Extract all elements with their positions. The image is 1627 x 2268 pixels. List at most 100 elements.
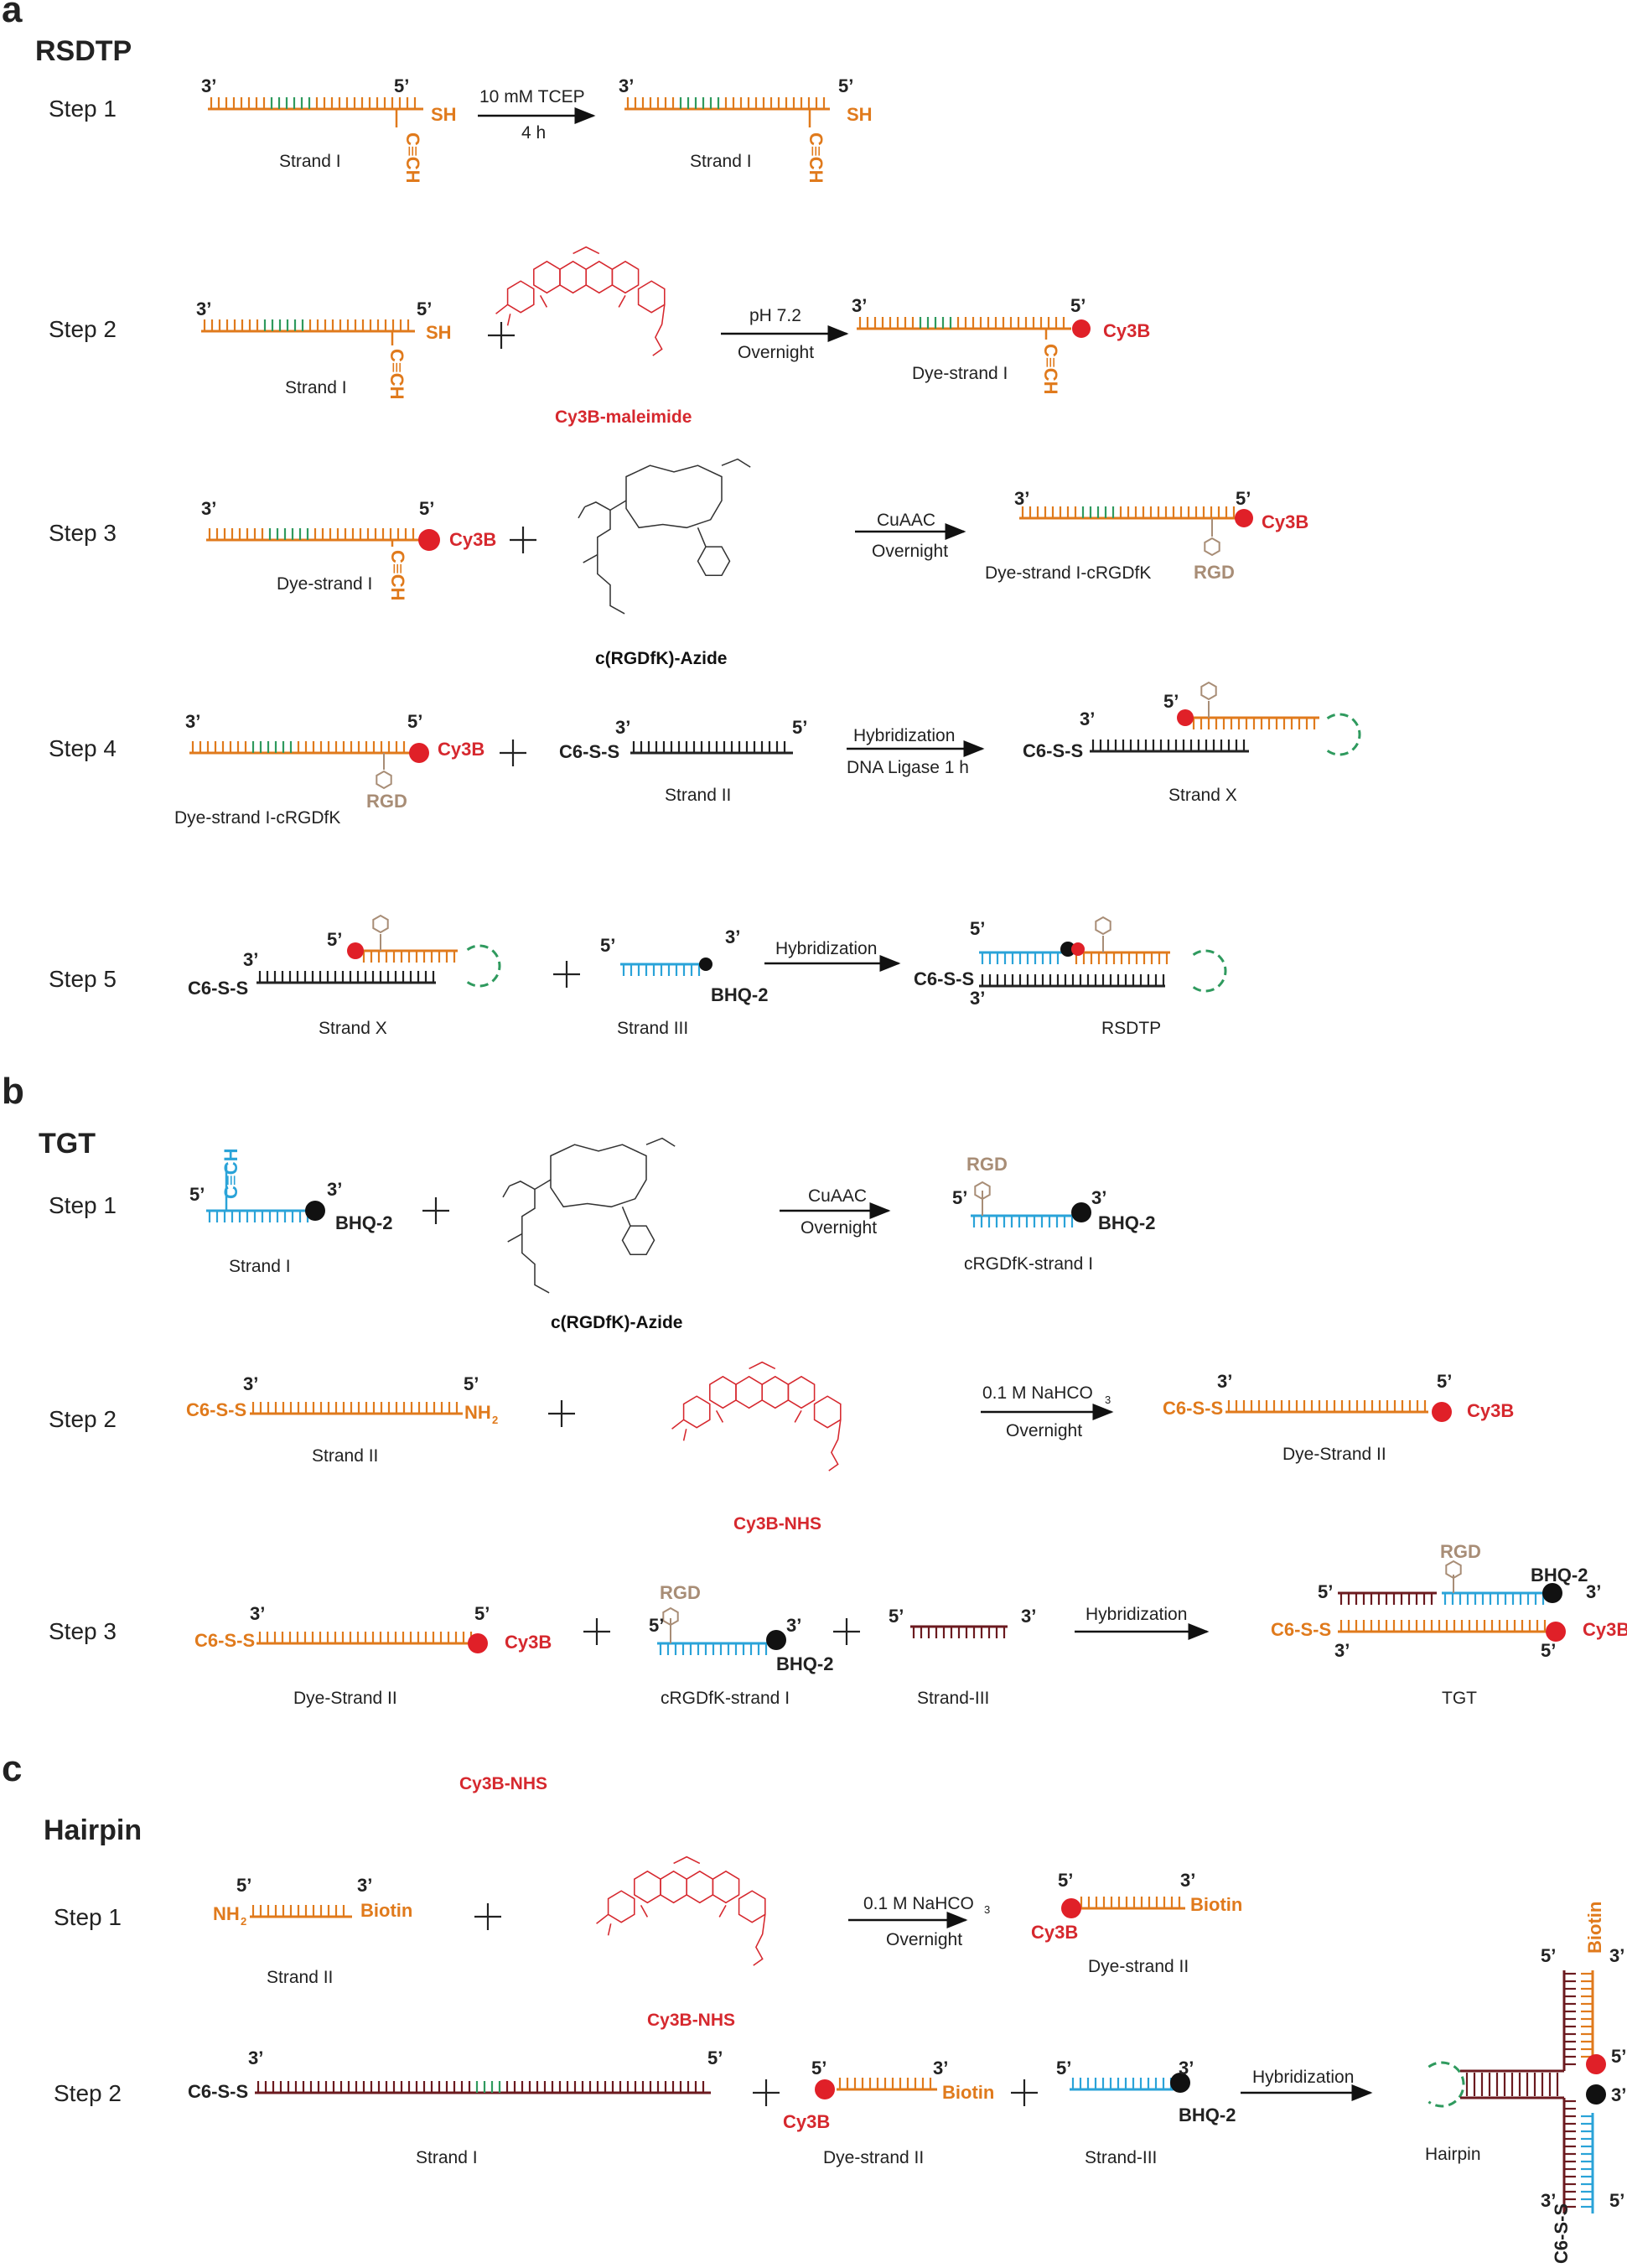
strand-label: cRGDfK-strand I [964,1254,1093,1274]
end-label: 3’ [1179,2058,1194,2079]
bhq2-label: BHQ-2 [1531,1565,1588,1586]
amine-label: NH [213,1903,240,1924]
reagent-name: Cy3B-NHS [459,1774,547,1793]
alkyne-label: C≡CH [1040,344,1061,395]
phenyl-ring-icon [1095,916,1111,936]
alkyne-label: C≡CH [220,1149,241,1200]
cy3b-label: Cy3B [783,2111,830,2132]
condition-label: 0.1 M NaHCO [982,1383,1093,1403]
cy3b-dye-dot [409,743,429,763]
cy3b-structure [611,260,640,294]
c6ss-label: C6-S-S [1023,740,1083,761]
strand-label: Strand I [416,2148,478,2167]
end-label: 3’ [357,1875,372,1896]
phenyl-ring-icon [1204,537,1220,557]
cy3b-dye-dot [468,1633,488,1653]
end-label: 3’ [1334,1640,1350,1661]
end-label: 3’ [1091,1187,1106,1208]
cy3b-structure [652,304,666,356]
rgd-label: RGD [1440,1541,1481,1562]
bhq2-quencher-dot [766,1630,786,1650]
cy3b-structure [585,260,614,294]
cy3b-dye-dot [1177,709,1194,726]
strand-label: Strand II [312,1446,378,1466]
peptide-structure [502,1181,536,1198]
cy3b-structure [539,295,626,308]
peptide-structure [550,1144,647,1208]
product-label: TGT [1442,1689,1477,1708]
end-label: 5’ [649,1615,664,1636]
phenyl-ring-icon [662,1606,679,1627]
a-step2-label: Step 2 [49,316,117,342]
condition-label: CuAAC [877,511,935,530]
reagent-name: Cy3B-NHS [733,1514,821,1534]
peptide-structure [578,501,611,519]
cy3b-structure [573,246,600,255]
c6ss-label: C6-S-S [1163,1398,1223,1419]
end-label: 3’ [1541,2190,1556,2211]
strand-label: Strand X [1168,786,1237,805]
peptide-structure [597,554,625,615]
end-label: 5’ [1541,1640,1556,1661]
cy3b-dye-dot [1235,509,1253,527]
hairpin-loop [1428,2061,1465,2108]
cy3b-structure [671,1419,687,1441]
thiol-label: SH [847,104,873,125]
rgd-label: RGD [1194,562,1235,583]
condition-label: Overnight [738,343,814,362]
biotin-label: Biotin [942,2082,994,2103]
hairpin-loop [1326,713,1361,756]
end-label: 3’ [243,1373,258,1394]
end-label: 3’ [1217,1371,1232,1392]
svg-text:2: 2 [241,1915,246,1928]
rgd-label: RGD [660,1582,701,1603]
strand-label: Strand-III [917,1689,989,1708]
end-label: 3’ [185,711,200,732]
hairpin-loop [466,944,501,988]
strand-label: Strand III [617,1019,688,1038]
condition-label: DNA Ligase 1 h [847,758,969,777]
reagent-name: c(RGDfK)-Azide [595,649,728,668]
cy3b-structure [660,1870,687,1904]
end-label: 5’ [417,298,432,319]
end-label: 5’ [889,1606,904,1627]
dynamic-layer [189,97,1606,2214]
reagent-name: Cy3B-maleimide [555,407,692,427]
condition-label: Overnight [801,1218,877,1238]
cy3b-label: Cy3B [505,1632,552,1653]
cy3b-label: Cy3B [1262,511,1308,532]
panel-b-title: TGT [39,1128,96,1160]
end-label: 3’ [786,1615,801,1636]
c-step2-label: Step 2 [54,2080,122,2106]
condition-label: Overnight [872,542,948,561]
end-label: 5’ [811,2058,826,2079]
strand-label: Strand II [665,786,731,805]
c6ss-label: C6-S-S [1271,1619,1331,1640]
end-label: 3’ [243,949,258,970]
strand-label: Strand I [229,1257,291,1276]
biotin-label: Biotin [360,1900,412,1921]
bhq2-quencher-dot [699,958,712,971]
cy3b-label: Cy3B [1103,320,1150,341]
biotin-label: Biotin [1584,1902,1605,1954]
c-step1-label: Step 1 [54,1904,122,1930]
b-step1-label: Step 1 [49,1192,117,1218]
cy3b-structure [787,1375,816,1409]
product-label: RSDTP [1101,1019,1161,1038]
end-label: 3’ [933,2058,948,2079]
end-label: 3’ [725,926,740,947]
peptide-structure [625,464,723,529]
end-label: 5’ [1609,2190,1624,2211]
cy3b-dye-dot [815,2079,835,2099]
c6ss-label: C6-S-S [559,741,619,762]
cy3b-structure [533,260,561,294]
a-step5-label: Step 5 [49,966,117,992]
end-label: 3’ [1609,1945,1624,1966]
end-label: 3’ [201,498,216,519]
cy3b-dye-dot [418,529,440,551]
cy3b-structure [749,1361,776,1370]
end-label: 3’ [852,295,867,316]
strand-label: Dye-Strand II [293,1689,397,1708]
condition-label: Hybridization [853,726,955,745]
end-label: 3’ [1021,1606,1036,1627]
